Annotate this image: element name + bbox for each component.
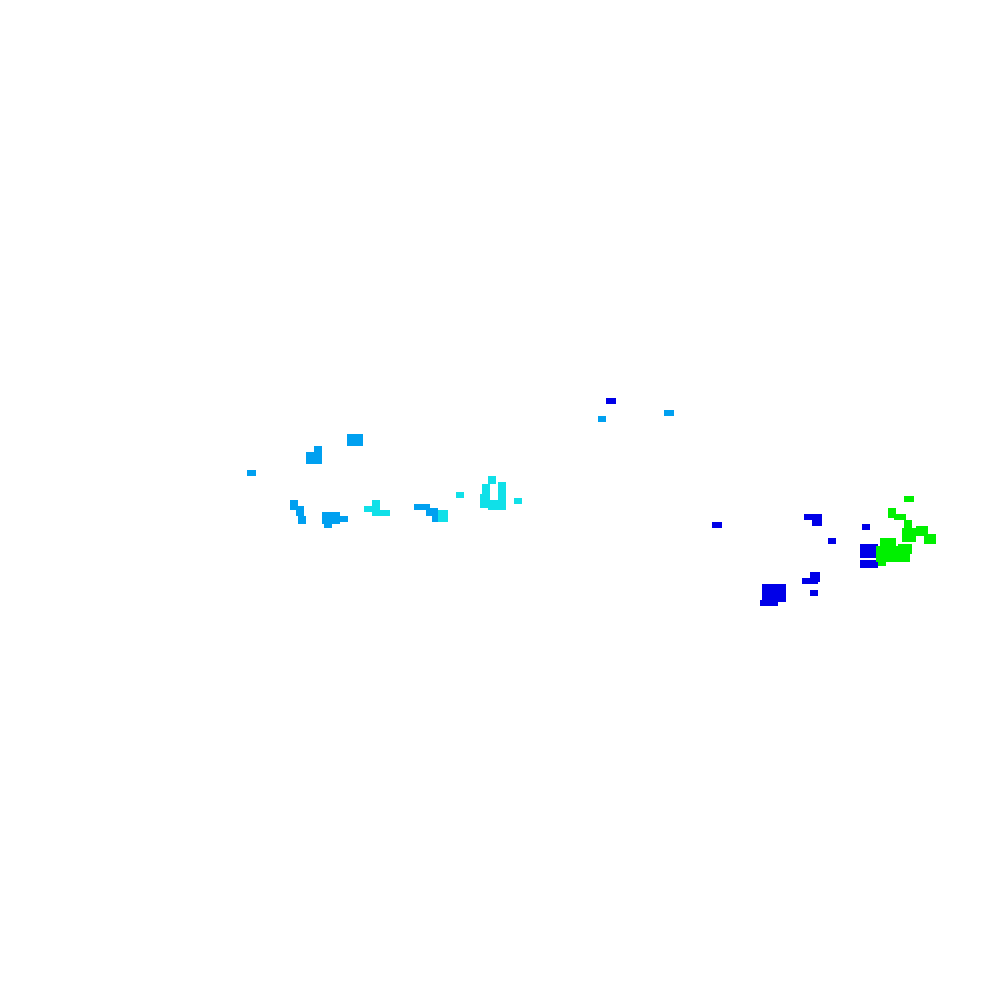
echo-cell — [426, 508, 438, 516]
echo-cell — [860, 560, 878, 568]
echo-cell — [347, 434, 363, 446]
echo-cell — [488, 500, 506, 510]
echo-cell — [432, 514, 440, 522]
cyan-cells — [364, 476, 522, 522]
echo-cell — [598, 416, 606, 422]
echo-cell — [338, 516, 348, 522]
echo-cell — [880, 538, 896, 548]
echo-cell — [438, 510, 448, 522]
echo-cell — [810, 590, 818, 596]
echo-cell — [860, 544, 878, 558]
echo-cell — [878, 556, 886, 566]
echo-cell — [902, 528, 916, 542]
echo-cell — [904, 496, 914, 502]
echo-cell — [828, 538, 836, 544]
echo-cell — [804, 514, 822, 520]
echo-cell — [894, 514, 906, 520]
echo-cell — [298, 516, 306, 524]
echo-cell — [862, 524, 870, 530]
echo-cell — [916, 526, 928, 536]
echo-cell — [482, 484, 490, 494]
echo-cell — [762, 584, 786, 602]
echo-cell — [514, 498, 522, 504]
blue-cells — [606, 398, 878, 606]
echo-cell — [456, 492, 464, 498]
echo-cell — [664, 410, 674, 416]
echo-cell — [414, 504, 430, 510]
echo-cell — [247, 470, 256, 476]
echo-cell — [606, 398, 616, 404]
echo-cell — [372, 500, 380, 506]
light-blue-cells — [247, 410, 674, 528]
echo-cell — [498, 482, 506, 500]
green-cells — [876, 496, 936, 566]
echo-cell — [924, 534, 936, 544]
echo-cell — [306, 452, 322, 464]
echo-cell — [766, 598, 778, 606]
echo-cell — [290, 500, 298, 510]
echo-cell — [810, 572, 820, 582]
echo-cell — [904, 520, 912, 530]
echo-cell — [712, 522, 722, 528]
echo-cell — [322, 512, 340, 524]
echo-cell — [480, 494, 490, 508]
echo-cell — [888, 508, 896, 518]
echo-cell — [296, 506, 304, 516]
echo-cell — [364, 506, 380, 512]
echo-cell — [314, 446, 322, 452]
echo-cell — [372, 510, 390, 516]
echo-cell — [898, 544, 912, 554]
echo-cell — [488, 476, 496, 484]
echo-cell — [812, 518, 822, 526]
echo-cell — [760, 600, 768, 606]
echo-cell — [324, 522, 332, 528]
